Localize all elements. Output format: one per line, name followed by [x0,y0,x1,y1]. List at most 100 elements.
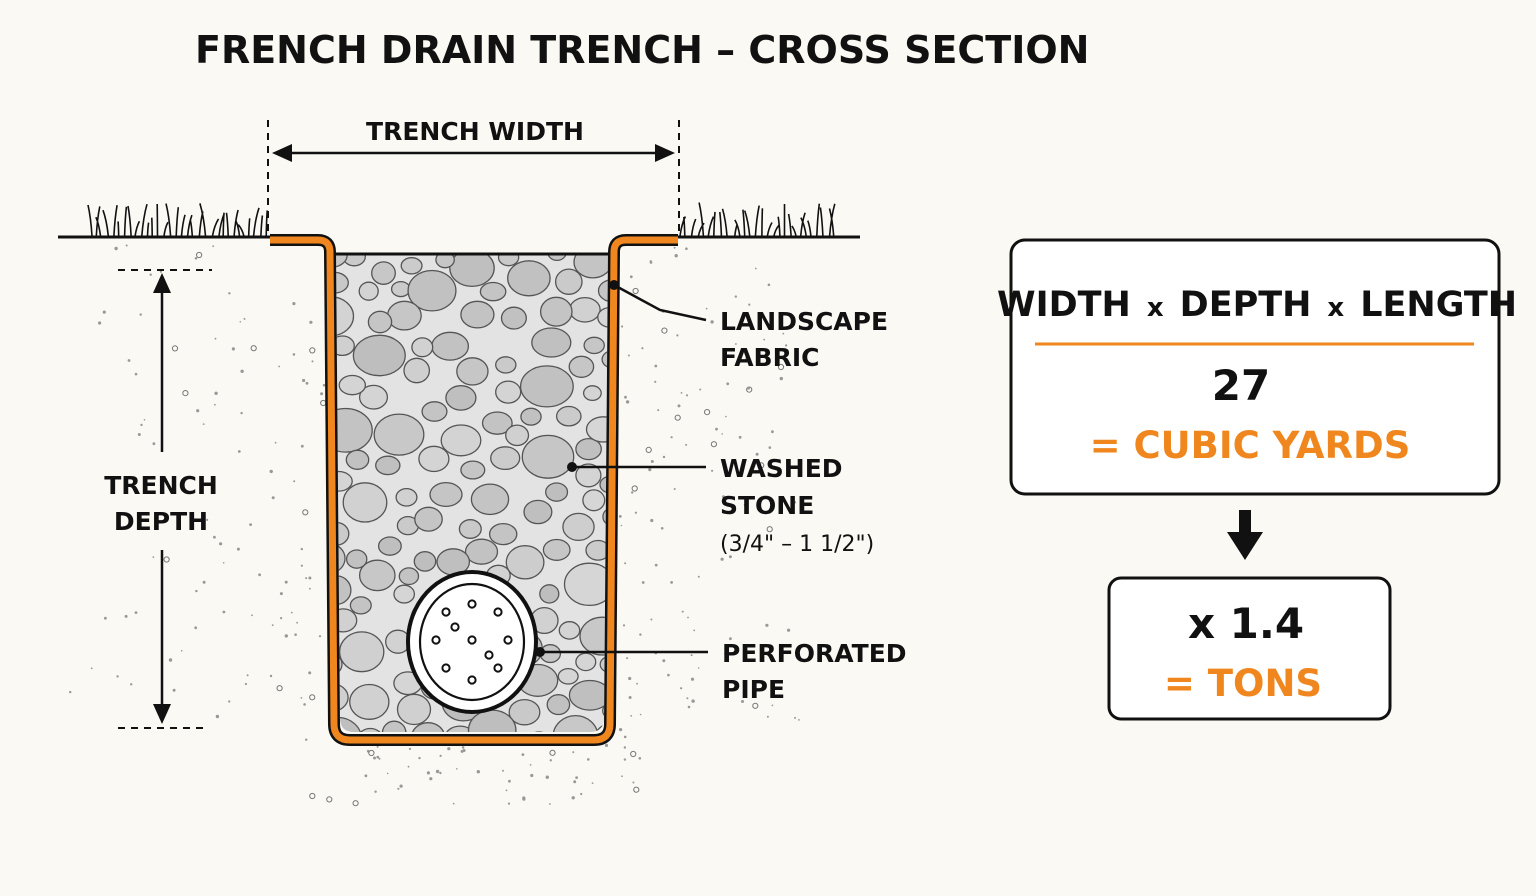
soil-speck [587,758,590,761]
soil-speck [660,527,664,530]
soil-speck [102,310,106,314]
stone [458,519,482,539]
soil-speck [276,685,283,692]
soil-speck [728,555,732,559]
soil-speck [202,423,205,425]
stone [342,482,388,523]
soil-speck [629,275,633,279]
soil-speck [685,394,689,397]
soil-speck [250,345,257,352]
soil-speck [300,547,303,551]
soil-speck [654,364,658,368]
soil-speck [309,792,316,800]
stone [507,260,551,297]
stone [519,365,574,408]
stone [546,694,571,716]
soil-speck [704,409,711,416]
formula-depth: DEPTH [1180,285,1312,325]
stone [569,296,601,323]
soil-speck [130,683,133,686]
stone [345,549,368,569]
soil-speck [194,257,198,260]
stone [429,481,463,508]
soil-speck [782,332,785,335]
soil-speck [766,526,773,533]
soil-speck [677,404,681,408]
soil-speck [681,610,684,613]
soil-speck [376,745,379,748]
tons-multiplier: x 1.4 [1188,599,1304,648]
soil-speck [549,759,552,762]
stone [336,470,353,492]
soil-speck [673,246,676,249]
soil-speck [219,542,223,546]
soil-speck [284,580,288,584]
stone [585,416,608,443]
soil-speck [309,320,313,324]
soil-speck [236,547,240,551]
pipe-hole [484,650,494,660]
stone [602,701,608,721]
soil-speck [622,624,626,627]
soil-speck [793,501,797,504]
soil-speck [378,757,381,760]
soil-speck [650,460,654,463]
soil-speck [374,790,377,793]
stone [398,567,420,586]
soil-speck [159,270,162,273]
soil-speck [258,573,261,577]
diagram-title: FRENCH DRAIN TRENCH – CROSS SECTION [195,28,1089,72]
stone [407,269,457,312]
soil-speck [244,682,247,686]
pipe-callout-line1: PERFORATED [722,639,907,668]
stone [338,374,367,396]
soil-speck [685,443,688,446]
soil-speck [69,690,72,694]
stone [352,334,406,377]
stone-callout-line2: STONE [720,491,814,520]
tons-result: = TONS [1164,662,1322,705]
soil-speck [521,753,525,756]
soil-speck [754,267,757,270]
soil-speck [715,427,718,431]
soil-speck [724,652,727,655]
stone [481,411,513,435]
soil-speck [690,677,695,681]
soil-speck [418,756,421,760]
stone [460,300,495,329]
soil-speck [462,749,466,752]
soil-speck [228,292,231,295]
soil-speck [140,423,143,427]
soil-speck [687,705,691,709]
soil-speck [476,770,480,774]
soil-speck [747,386,750,390]
soil-speck [284,634,288,638]
stone [371,261,396,285]
soil-speck [650,518,654,523]
soil-speck [214,337,217,340]
stone [555,405,582,427]
soil-speck [662,455,666,459]
soil-speck [690,654,693,657]
landscape-fabric [270,234,678,746]
soil-speck [213,535,216,539]
stone [558,621,581,640]
soil-speck [798,719,800,721]
stone [349,596,372,615]
soil-speck [125,244,128,247]
soil-speck [456,768,458,770]
soil-speck [705,307,708,310]
pipe-hole [467,675,477,685]
soil-speck [196,251,203,259]
stone [599,475,608,494]
stone [547,254,567,262]
soil-speck [206,518,209,522]
stone [403,357,431,384]
stone [470,483,510,516]
soil-speck [240,369,244,373]
soil-speck [231,347,235,351]
soil-speck [249,523,253,526]
stone [435,254,455,269]
soil-speck [618,515,622,518]
soil-speck [292,302,296,306]
